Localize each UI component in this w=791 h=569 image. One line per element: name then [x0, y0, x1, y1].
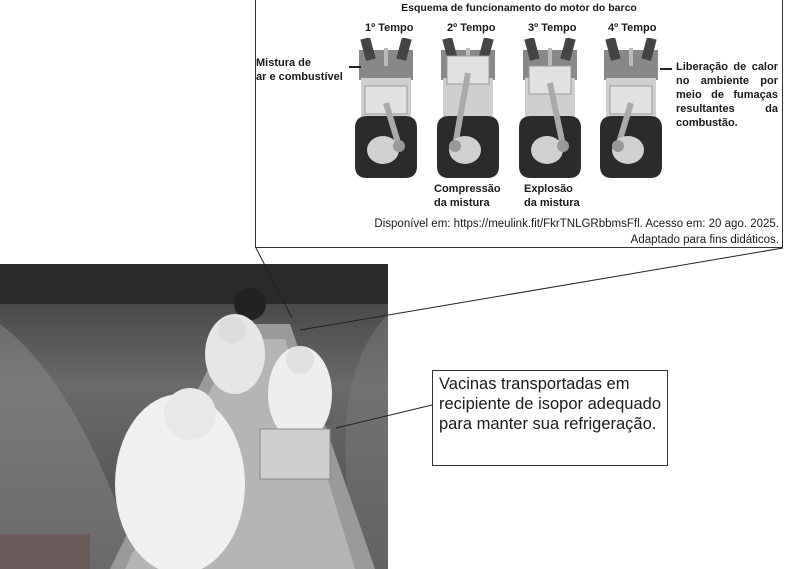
caption-line: Explosão — [524, 183, 573, 195]
exhaust-label: Liberação de calor no ambiente por meio … — [676, 60, 778, 130]
stroke-3-label: 3º Tempo — [528, 22, 577, 34]
source-citation: Disponível em: https://meulink.fit/FkrTN… — [374, 216, 779, 248]
caption-line: Compressão — [434, 183, 501, 195]
engine-diagram-box: Esquema de funcionamento do motor do bar… — [255, 0, 783, 248]
compression-caption: Compressão da mistura — [434, 182, 501, 210]
source-line: Disponível em: https://meulink.fit/FkrTN… — [374, 218, 779, 230]
caption-line: da mistura — [524, 197, 580, 209]
source-line: Adaptado para fins didáticos. — [630, 234, 779, 246]
engine-stroke-3 — [515, 37, 585, 180]
exhaust-label-line: meio de fumaças — [676, 89, 778, 101]
engine-stroke-2 — [433, 37, 503, 180]
diagram-title: Esquema de funcionamento do motor do bar… — [401, 2, 637, 14]
stroke-2-label: 2º Tempo — [447, 22, 496, 34]
engine-stroke-1 — [351, 37, 421, 180]
explosion-caption: Explosão da mistura — [524, 182, 580, 210]
stroke-4-label: 4º Tempo — [608, 22, 657, 34]
exhaust-label-line: Liberação de calor — [676, 61, 778, 73]
boat-photo — [0, 264, 388, 569]
caption-line: da mistura — [434, 197, 490, 209]
exhaust-pointer — [660, 68, 672, 70]
exhaust-label-line: resultantes da — [676, 103, 778, 115]
intake-label-line: Mistura de — [256, 57, 312, 69]
vaccine-callout: Vacinas transportadas em recipiente de i… — [432, 370, 668, 466]
stroke-1-label: 1º Tempo — [365, 22, 414, 34]
intake-pointer — [349, 66, 361, 68]
engine-stroke-4 — [596, 37, 666, 180]
intake-label-line: ar e combustível — [256, 71, 343, 83]
exhaust-label-line: no ambiente por — [676, 75, 778, 87]
exhaust-label-line: combustão. — [676, 117, 738, 129]
intake-label: Mistura de ar e combustível — [256, 56, 343, 84]
